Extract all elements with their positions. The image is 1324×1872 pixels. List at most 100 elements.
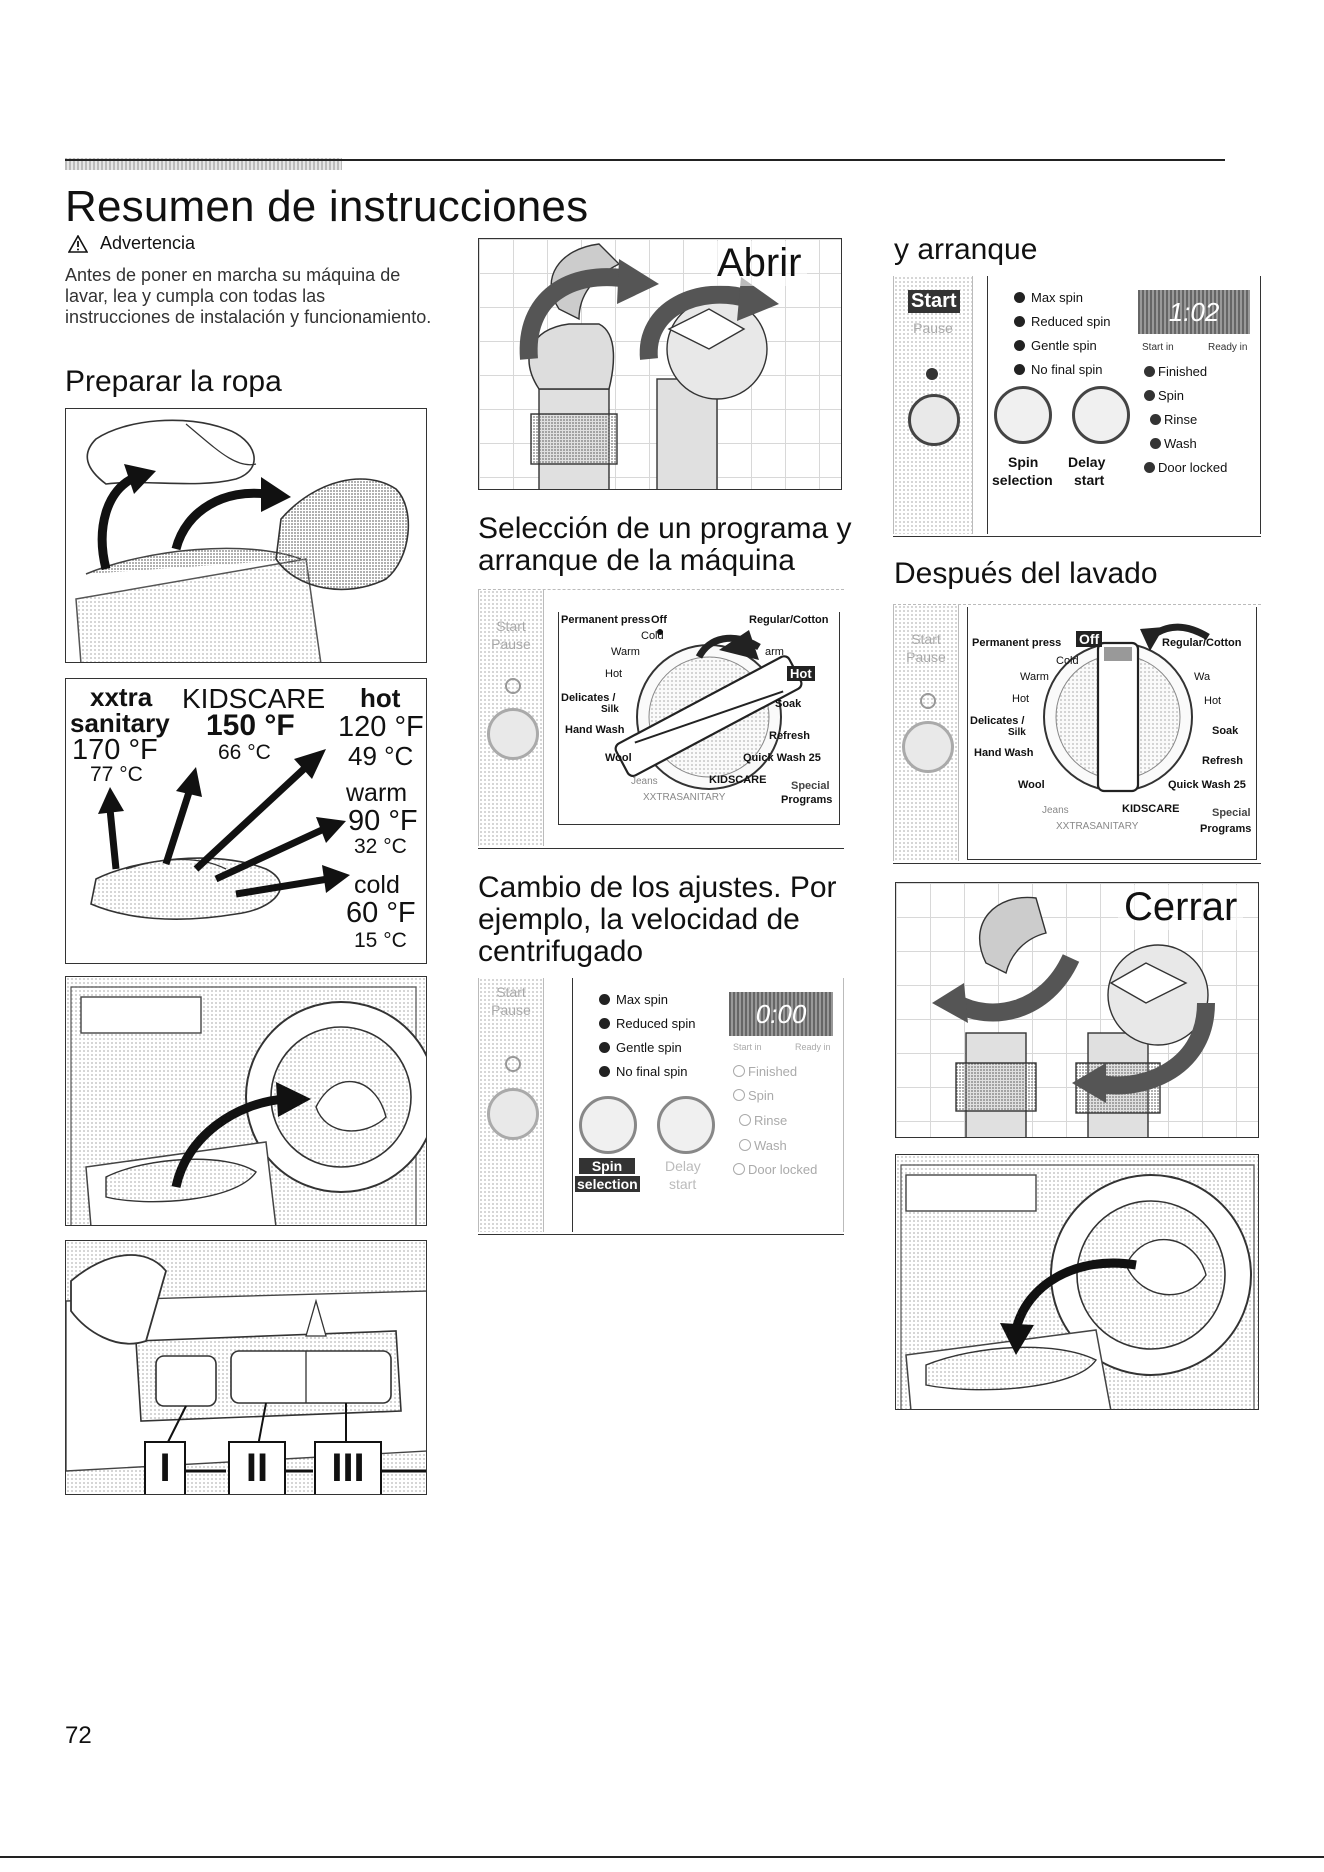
after-wash-panel: Start Pause Permanent press Off Regular/… bbox=[893, 604, 1261, 864]
dial-quick-wash: Quick Wash 25 bbox=[743, 752, 821, 764]
detergent-dispenser-illustration: I II III bbox=[65, 1240, 427, 1495]
spin-selection-knob[interactable] bbox=[579, 1096, 637, 1154]
status-finished: Finished bbox=[1144, 364, 1207, 379]
loading-washer-illustration bbox=[65, 976, 427, 1226]
laundry-basket-graphic bbox=[66, 409, 426, 662]
dial-cold: Cold bbox=[1056, 655, 1079, 667]
option-reduced-spin: Reduced spin bbox=[599, 1016, 696, 1031]
close-tap-graphic bbox=[932, 896, 1215, 1137]
temp-sanitary: sanitary bbox=[70, 708, 170, 738]
start-pause-button[interactable] bbox=[908, 394, 960, 446]
dial-refresh: Refresh bbox=[1202, 755, 1243, 767]
status-rinse: Rinse bbox=[1150, 412, 1197, 427]
dial-hot-right: Hot bbox=[1204, 695, 1222, 707]
temp-xxtra: xxtra bbox=[90, 682, 153, 712]
dial-warm: Warm bbox=[611, 646, 640, 658]
dial-off: Off bbox=[651, 614, 667, 626]
warning-text: Antes de poner en marcha su máquina de l… bbox=[65, 265, 432, 327]
dial-warm-right-partial: Wa bbox=[1194, 671, 1211, 683]
section-after-title: Después del lavado bbox=[894, 557, 1158, 590]
start-panel: Start Pause Max spin Reduced spin Gentle… bbox=[893, 276, 1261, 537]
close-water-tap-illustration: Cerrar bbox=[895, 882, 1259, 1138]
dial-soak: Soak bbox=[1212, 725, 1239, 737]
dial-silk: Silk bbox=[601, 704, 619, 715]
spin-selection-knob[interactable] bbox=[994, 386, 1052, 444]
start-label: Start bbox=[496, 984, 526, 1000]
pause-label: Pause bbox=[491, 1002, 531, 1018]
time-display: 1:02 bbox=[1138, 290, 1250, 334]
temp-170f: 170 °F bbox=[72, 734, 158, 766]
delay-start-knob[interactable] bbox=[657, 1096, 715, 1154]
page-number: 72 bbox=[65, 1722, 92, 1749]
start-label: Start bbox=[911, 631, 941, 647]
status-finished: Finished bbox=[733, 1064, 797, 1079]
start-indicator-light bbox=[505, 1056, 521, 1072]
section-change-title: Cambio de los ajustes. Por ejemplo, la v… bbox=[478, 871, 837, 968]
compartment-2-label: II bbox=[228, 1441, 286, 1494]
start-label: Start bbox=[496, 618, 526, 634]
start-pause-button[interactable] bbox=[487, 708, 539, 760]
dial-permanent-press: Permanent press bbox=[972, 637, 1062, 649]
dial-wool: Wool bbox=[605, 752, 632, 764]
washer-unloading-graphic bbox=[900, 1164, 1255, 1409]
open-water-tap-illustration: Abrir bbox=[478, 238, 842, 490]
dial-wool: Wool bbox=[1018, 779, 1045, 791]
sorting-laundry-illustration bbox=[65, 408, 427, 663]
spin-options-area: Max spin Reduced spin Gentle spin No fin… bbox=[572, 978, 844, 1232]
dial-delicates: Delicates / bbox=[970, 715, 1025, 727]
temperature-arrows-graphic bbox=[90, 749, 350, 920]
dial-silk: Silk bbox=[1008, 727, 1026, 738]
start-label-2: start bbox=[669, 1176, 697, 1192]
ready-in-label: Ready in bbox=[795, 1042, 831, 1052]
pause-label: Pause bbox=[491, 636, 531, 652]
option-no-final-spin: No final spin bbox=[1014, 362, 1103, 377]
unloading-washer-illustration bbox=[895, 1154, 1259, 1410]
compartment-3-label: III bbox=[314, 1441, 382, 1494]
close-label: Cerrar bbox=[1118, 885, 1244, 930]
start-pause-button[interactable] bbox=[487, 1088, 539, 1140]
dial-special: Special bbox=[791, 780, 830, 792]
compartment-1-label: I bbox=[144, 1441, 186, 1494]
selection-label: selection bbox=[992, 472, 1053, 488]
temp-49c: 49 °C bbox=[348, 741, 414, 771]
header-stripe bbox=[65, 158, 342, 170]
option-reduced-spin: Reduced spin bbox=[1014, 314, 1111, 329]
temp-77c: 77 °C bbox=[90, 763, 143, 786]
dial-refresh: Refresh bbox=[769, 730, 810, 742]
delay-start-knob[interactable] bbox=[1072, 386, 1130, 444]
section-prepare-title: Preparar la ropa bbox=[65, 365, 282, 398]
start-in-label: Start in bbox=[733, 1042, 762, 1052]
open-label: Abrir bbox=[711, 241, 808, 286]
dial-regular-cotton: Regular/Cotton bbox=[1162, 637, 1242, 649]
dispenser-graphic bbox=[66, 1254, 426, 1473]
start-label-highlighted: Start bbox=[908, 290, 960, 313]
start-label-2: start bbox=[1074, 472, 1105, 488]
footer-rule bbox=[0, 1856, 1324, 1858]
start-pause-strip: Start Pause bbox=[893, 605, 959, 861]
dial-programs: Programs bbox=[781, 794, 833, 806]
start-pause-button[interactable] bbox=[902, 721, 954, 773]
status-wash: Wash bbox=[739, 1138, 787, 1153]
option-max-spin: Max spin bbox=[1014, 290, 1083, 305]
page-title: Resumen de instrucciones bbox=[65, 182, 589, 231]
dial-jeans: Jeans bbox=[631, 776, 658, 787]
dial-hot: Hot bbox=[1012, 693, 1030, 705]
dial-delicates: Delicates / bbox=[561, 692, 616, 704]
dial-xxtra-sanitary: XXTRASANITARY bbox=[643, 792, 726, 803]
header-rule bbox=[65, 159, 1225, 161]
dial-hand-wash: Hand Wash bbox=[974, 747, 1034, 759]
start-indicator-light bbox=[505, 678, 521, 694]
dial-selected-warm-partial: arm bbox=[765, 646, 784, 658]
pause-label: Pause bbox=[913, 320, 953, 336]
start-pause-strip: Start Pause bbox=[478, 590, 544, 846]
warning-triangle-icon bbox=[68, 234, 88, 253]
dial-special: Special bbox=[1212, 807, 1251, 819]
start-options-area: Max spin Reduced spin Gentle spin No fin… bbox=[987, 276, 1261, 534]
warning-title: Advertencia bbox=[100, 233, 196, 253]
time-display: 0:00 bbox=[729, 992, 833, 1036]
delay-label: Delay bbox=[665, 1158, 701, 1174]
temp-hot: hot bbox=[360, 683, 401, 713]
dial-cold: Cold bbox=[641, 630, 664, 642]
dial-regular-cotton: Regular/Cotton bbox=[749, 614, 829, 626]
warning-heading: Advertencia bbox=[68, 233, 195, 254]
